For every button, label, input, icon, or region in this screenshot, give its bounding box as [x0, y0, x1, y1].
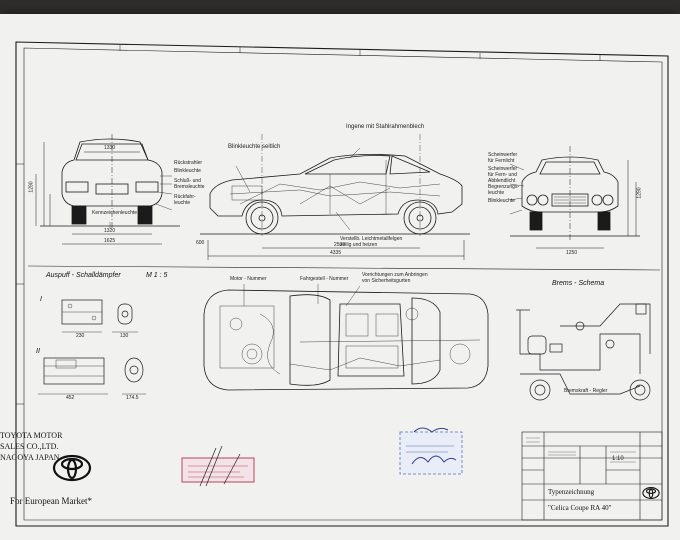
side-lower-label: Verstellb. Leichtmetallfelgen — [340, 236, 403, 242]
title-block-toyota-icon — [642, 487, 660, 499]
brand-block: TOYOTA MOTOR SALES CO.,LTD. NAGOYA JAPAN… — [0, 430, 110, 506]
dim-side-small: 600 — [196, 240, 205, 246]
dim-exhaust-w1: 230 — [76, 333, 85, 339]
brake-regulator-label: Bremskraft - Regler — [564, 388, 608, 394]
brand-line-3: NAGOYA JAPAN — [0, 453, 60, 462]
dim-rear-width: 1330 — [104, 145, 116, 151]
dim-wheelbase: 2500 — [334, 242, 346, 248]
roman-numeral-2: II — [36, 348, 40, 355]
red-approval-stamp — [181, 445, 255, 487]
rear-view — [35, 134, 180, 245]
rear-label-3: Schluß- und Bremsleuchte — [174, 178, 205, 190]
toyota-logo-icon — [52, 454, 92, 482]
dim-exhaust-w2: 452 — [66, 395, 75, 401]
blueprint-drawing — [15, 41, 669, 527]
front-label-4: Blinkleuchte — [488, 198, 515, 204]
market-note: For European Market* — [10, 496, 92, 506]
title-block-model: "Celica Coupe RA 40" — [548, 504, 612, 512]
front-label-1: Scheinwerfer für Fernlicht — [488, 152, 518, 164]
rear-label-1: Rückstrahler — [174, 160, 203, 166]
brake-title: Brems - Schema — [552, 280, 605, 287]
title-block — [521, 431, 663, 521]
dim-rear-track: 1320 — [104, 228, 116, 234]
front-label-2: Scheinwerfer für Fern- und Abblendlicht — [488, 166, 518, 184]
brand-line-2: SALES CO.,LTD. — [0, 442, 59, 451]
dim-front-track: 1250 — [566, 250, 578, 256]
dim-exhaust-small2: 174.5 — [126, 395, 139, 401]
blue-signature-stamp — [399, 427, 463, 475]
outer-frame — [15, 41, 669, 527]
front-view — [509, 146, 640, 249]
title-block-type: Typenzeichnung — [548, 488, 595, 496]
side-lower-label-2: zeilig und heizen — [340, 242, 378, 248]
dim-height: 1290 — [28, 181, 35, 193]
plan-view — [203, 284, 489, 391]
rear-label-2: Blinkleuchte — [174, 168, 201, 174]
side-view — [200, 134, 470, 260]
plan-motor-label: Motor - Nummer — [230, 276, 267, 282]
rear-bottom-label: Kennzeichenleuchte — [92, 210, 138, 216]
roman-numeral-1: I — [40, 296, 42, 303]
plan-anchor-label-2: von Sicherheitsgurten — [362, 278, 411, 284]
dim-overall-length: 4335 — [330, 250, 342, 256]
title-block-scale: 1:10 — [612, 456, 624, 462]
blueprint-sheet: Ingene mit Stahlrahmenblech Blinkleuchte… — [0, 14, 680, 540]
exhaust-drawings — [38, 299, 146, 395]
exhaust-scale: M 1 : 5 — [146, 272, 168, 279]
rear-label-4: Rückfahr- leuchte — [174, 194, 196, 206]
side-headline-label: Ingene mit Stahlrahmenblech — [346, 124, 425, 130]
dim-rear-overall: 1625 — [104, 238, 116, 244]
plan-anchor-label: Vorrichtungen zum Anbringen — [362, 272, 428, 278]
plan-chassis-label: Fahrgestell - Nummer — [300, 276, 349, 282]
dim-front-height: 1290 — [636, 187, 643, 199]
exhaust-title: Auspuff - Schalldämpfer — [46, 272, 121, 279]
side-top-left-label: Blinkleuchte seitlich — [228, 144, 281, 150]
brand-line-1: TOYOTA MOTOR — [0, 431, 63, 440]
dim-exhaust-small1: 130 — [120, 333, 129, 339]
brake-schema — [516, 303, 651, 401]
front-label-3: Begrenzungs- leuchte — [488, 184, 520, 196]
